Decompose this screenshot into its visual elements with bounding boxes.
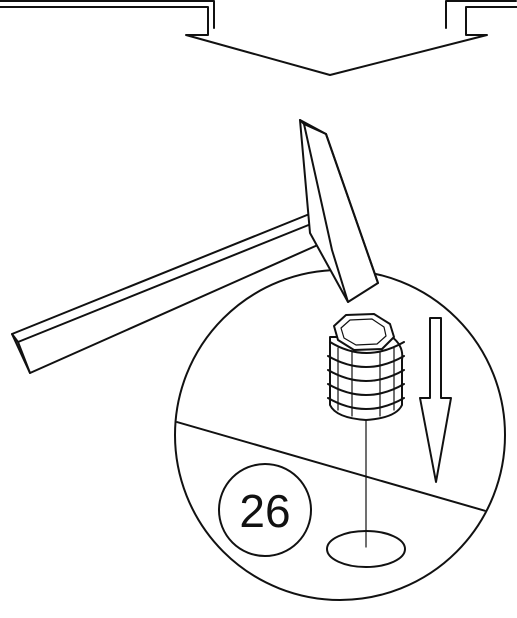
step-number: 26 xyxy=(239,485,290,537)
threaded-set-screw-icon xyxy=(327,313,405,421)
surface-edge-line xyxy=(176,419,504,519)
step-number-badge: 26 xyxy=(218,463,312,557)
down-arrow-icon xyxy=(419,317,452,483)
down-arrow-banner-icon xyxy=(0,0,517,76)
hammer-icon xyxy=(11,119,379,374)
